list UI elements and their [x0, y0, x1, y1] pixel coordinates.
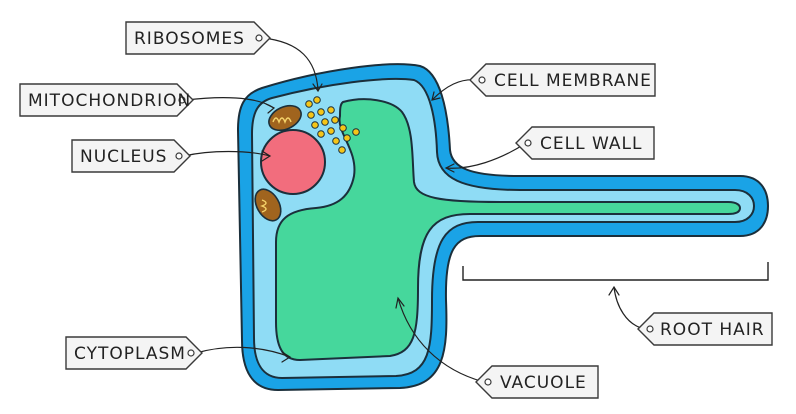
leader-root-hair	[613, 286, 647, 330]
label-cytoplasm-text: CYTOPLASM	[74, 344, 186, 364]
label-nucleus: NUCLEUS	[71, 139, 191, 173]
label-cell-membrane-text: CELL MEMBRANE	[494, 71, 652, 91]
label-vacuole: VACUOLE	[475, 365, 599, 399]
vacuole-region	[275, 98, 741, 361]
nucleus-organelle	[260, 129, 326, 195]
label-ribosomes: RIBOSOMES	[125, 21, 271, 55]
leader-vacuole	[397, 297, 485, 383]
label-nucleus-text: NUCLEUS	[80, 147, 167, 167]
leader-cell-wall	[445, 142, 527, 169]
label-root-hair: ROOT HAIR	[637, 312, 773, 346]
root-hair-cell	[237, 63, 769, 391]
leader-nucleus	[183, 150, 271, 157]
leader-lines	[183, 37, 647, 383]
label-vacuole-text: VACUOLE	[500, 373, 587, 393]
label-mitochondrion: MITOCHONDRION	[19, 83, 194, 117]
leader-cytoplasm	[195, 346, 291, 358]
label-cell-membrane: CELL MEMBRANE	[469, 63, 656, 97]
ribosomes-cluster	[305, 96, 360, 154]
label-mitochondrion-text: MITOCHONDRION	[28, 91, 191, 111]
label-cell-wall: CELL WALL	[515, 126, 655, 160]
label-cell-wall-text: CELL WALL	[540, 134, 642, 154]
root-hair-bracket	[462, 262, 769, 281]
label-cytoplasm: CYTOPLASM	[65, 336, 203, 370]
label-root-hair-text: ROOT HAIR	[660, 320, 765, 340]
mitochondrion-organelle-2	[254, 188, 282, 222]
mitochondrion-organelle	[268, 104, 302, 132]
label-ribosomes-text: RIBOSOMES	[134, 29, 245, 49]
leader-ribosomes	[262, 37, 319, 91]
